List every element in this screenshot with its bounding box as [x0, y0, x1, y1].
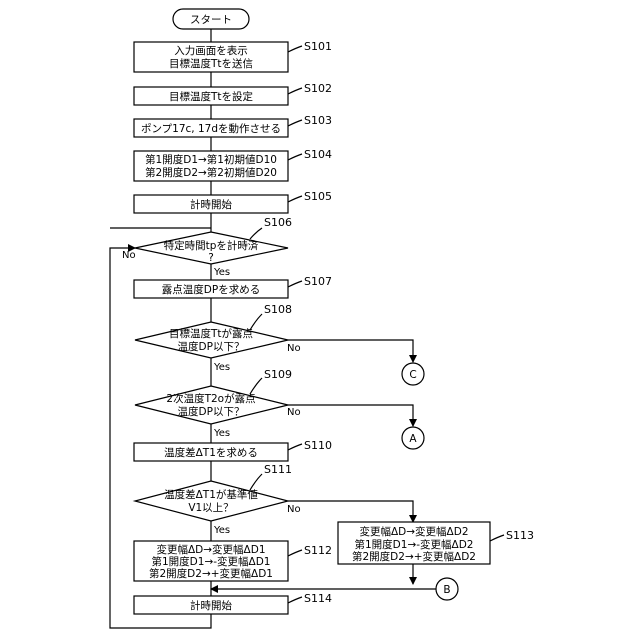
step-s104-line1: 第1開度D1→第1初期値D10: [145, 153, 277, 166]
decision-s109-line1: 2次温度T2oが露点: [166, 392, 255, 405]
step-s114-label: S114: [304, 592, 332, 605]
decision-s111-yes: Yes: [213, 525, 230, 536]
decision-s108-yes: Yes: [213, 362, 230, 373]
leader-line: [288, 550, 302, 556]
step-s107: 露点温度DPを求める S107: [134, 275, 332, 298]
decision-s108-label: S108: [264, 303, 292, 316]
start-terminal: スタート: [173, 9, 249, 29]
leader-line: [288, 154, 302, 160]
step-s105: 計時開始 S105: [134, 190, 332, 213]
step-s101-label: S101: [304, 40, 332, 53]
leader-line: [288, 196, 302, 202]
decision-s108-line1: 目標温度Ttが露点: [169, 327, 253, 340]
leader-line: [288, 281, 302, 287]
decision-s108: 目標温度Ttが露点 温度DP以下？ S108 No Yes: [135, 303, 413, 373]
step-s113-line3: 第2開度D2→+変更幅ΔD2: [352, 550, 476, 563]
step-s103: ポンプ17c, 17dを動作させる S103: [134, 114, 332, 137]
decision-s111-label: S111: [264, 463, 292, 476]
step-s112-label: S112: [304, 544, 332, 557]
leader-line: [288, 120, 302, 126]
decision-s109-no: No: [287, 407, 301, 418]
step-s102-line1: 目標温度Ttを設定: [169, 90, 254, 103]
step-s101: 入力画面を表示 目標温度Ttを送信 S101: [134, 40, 332, 72]
connector-c: C: [402, 363, 424, 385]
leader-line: [250, 474, 262, 490]
step-s102: 目標温度Ttを設定 S102: [134, 82, 332, 105]
connector-c-text: C: [409, 369, 416, 381]
decision-s109-no-line: [288, 405, 413, 426]
step-s105-line1: 計時開始: [190, 198, 232, 211]
step-s101-line1: 入力画面を表示: [174, 44, 248, 57]
leader-line: [250, 228, 262, 239]
decision-s109-line2: 温度DP以下？: [178, 405, 245, 418]
leader-line: [288, 597, 302, 603]
start-text: スタート: [190, 14, 232, 26]
decision-s111-line1: 温度差ΔT1が基準値: [164, 488, 258, 501]
step-s107-line1: 露点温度DPを求める: [162, 283, 260, 296]
step-s110: 温度差ΔT1を求める S110: [134, 439, 332, 461]
step-s110-label: S110: [304, 439, 332, 452]
step-s102-label: S102: [304, 82, 332, 95]
step-s114: 計時開始 S114: [134, 592, 332, 614]
step-s113-line2: 第1開度D1→-変更幅ΔD2: [355, 538, 474, 551]
decision-s111-no-line: [288, 501, 413, 522]
decision-s106-line1: 特定時間tpを計時済: [164, 239, 259, 252]
step-s104-line2: 第2開度D2→第2初期値D20: [145, 166, 277, 179]
leader-line: [490, 535, 504, 541]
leader-line: [288, 88, 302, 94]
step-s112-line1: 変更幅ΔD→変更幅ΔD1: [156, 543, 265, 556]
decision-s106-yes: Yes: [213, 267, 230, 278]
decision-s108-no-line: [288, 340, 413, 362]
decision-s108-no: No: [287, 343, 301, 354]
step-s112: 変更幅ΔD→変更幅ΔD1 第1開度D1→-変更幅ΔD1 第2開度D2→+変更幅Δ…: [134, 541, 332, 581]
step-s113-line1: 変更幅ΔD→変更幅ΔD2: [359, 525, 468, 538]
step-s112-line2: 第1開度D1→-変更幅ΔD1: [152, 555, 271, 568]
decision-s106-label: S106: [264, 216, 292, 229]
connector-b: B: [436, 578, 458, 600]
decision-s111-no: No: [287, 504, 301, 515]
step-s112-line3: 第2開度D2→+変更幅ΔD1: [149, 567, 273, 580]
decision-s106-no: No: [122, 250, 136, 261]
step-s113-label: S113: [506, 529, 534, 542]
decision-s109-label: S109: [264, 368, 292, 381]
step-s104: 第1開度D1→第1初期値D10 第2開度D2→第2初期値D20 S104: [134, 148, 332, 181]
leader-line: [250, 314, 262, 330]
step-s104-label: S104: [304, 148, 332, 161]
connector-a-text: A: [409, 433, 417, 445]
step-s101-line2: 目標温度Ttを送信: [169, 57, 253, 70]
leader-line: [288, 46, 302, 52]
decision-s108-line2: 温度DP以下？: [178, 340, 245, 353]
decision-s109-yes: Yes: [213, 428, 230, 439]
leader-line: [250, 378, 262, 394]
decision-s109: 2次温度T2oが露点 温度DP以下？ S109 No Yes: [135, 368, 413, 439]
step-s110-line1: 温度差ΔT1を求める: [164, 446, 258, 459]
step-s103-line1: ポンプ17c, 17dを動作させる: [141, 122, 281, 135]
decision-s111-line2: V1以上？: [188, 502, 233, 514]
step-s103-label: S103: [304, 114, 332, 127]
step-s105-label: S105: [304, 190, 332, 203]
connector-a: A: [402, 427, 424, 449]
connector-b-text: B: [443, 584, 450, 596]
decision-s106: 特定時間tpを計時済 ? S106 No Yes: [122, 216, 292, 278]
step-s114-line1: 計時開始: [190, 599, 232, 612]
decision-s106-line2: ?: [208, 252, 214, 264]
step-s107-label: S107: [304, 275, 332, 288]
leader-line: [288, 444, 302, 450]
step-s113: 変更幅ΔD→変更幅ΔD2 第1開度D1→-変更幅ΔD2 第2開度D2→+変更幅Δ…: [338, 522, 534, 564]
